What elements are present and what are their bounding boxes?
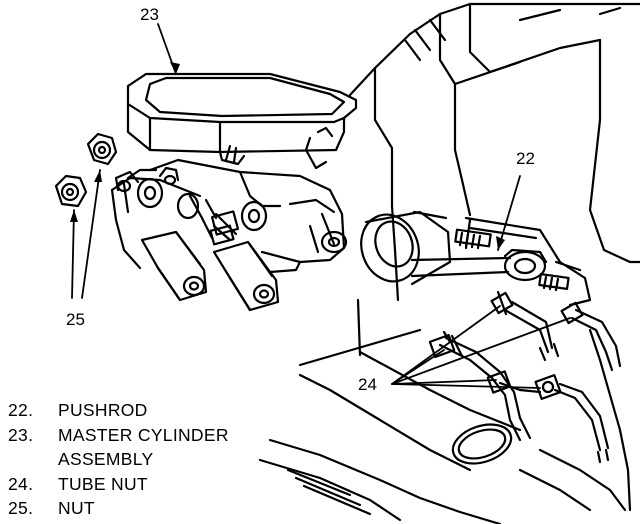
firewall-oval-hole [451,423,513,465]
leader-25b [71,209,75,299]
pushrod [410,248,548,282]
legend-label: ASSEMBLY [58,449,154,469]
cylinder-left-fittings [114,166,180,193]
leader-24d [391,379,497,385]
legend-number: 25. [8,498,34,518]
leader-24a [391,305,501,385]
legend-item-pushrod: 22. PUSHROD [8,398,229,423]
tube-nuts [428,290,584,400]
leader-24c [391,349,445,385]
tube-nut-5 [534,374,562,400]
cylinder-port-fittings [209,210,240,246]
leader-24b [391,317,571,385]
leader-22 [497,175,521,251]
leader-25a [81,169,101,299]
master-cylinder-body [110,158,348,274]
legend-item-tube-nut: 24. TUBE NUT [8,472,229,497]
outlet-hex-nut-left [140,230,208,302]
legend-label: PUSHROD [58,400,148,420]
leader-24e [391,383,541,389]
legend-label: TUBE NUT [58,473,148,494]
legend-number [8,447,58,472]
callout-25: 25 [66,310,85,329]
legend-item-nut: 25. NUT [8,496,229,521]
legend-item-assembly: ASSEMBLY [8,447,229,472]
legend-number: 23. [8,424,34,445]
pushrod-seal-cup [360,210,452,286]
tube-nut-2 [560,301,584,325]
nut-lower [54,174,88,208]
studs [454,228,570,292]
legend-item-master-cylinder: 23. MASTER CYLINDER [8,423,229,448]
legend-label: MASTER CYLINDER [58,424,229,445]
leader-lines [71,23,571,389]
tube-nut-1 [490,290,514,316]
tube-nut-4 [486,370,512,394]
callout-23: 23 [140,5,159,24]
firewall-panel [258,2,640,524]
legend-number: 22. [8,400,34,420]
callout-22: 22 [516,149,535,168]
legend-number: 24. [8,473,34,494]
reservoir [126,72,358,170]
leader-arrowheads [70,62,505,250]
legend-label: NUT [58,498,95,518]
outlet-hex-nut-right [212,240,280,312]
booster-plate [464,216,592,307]
nut-upper [86,132,118,166]
legend: 22. PUSHROD 23. MASTER CYLINDER ASSEMBLY… [8,398,229,521]
callout-24: 24 [358,375,377,394]
